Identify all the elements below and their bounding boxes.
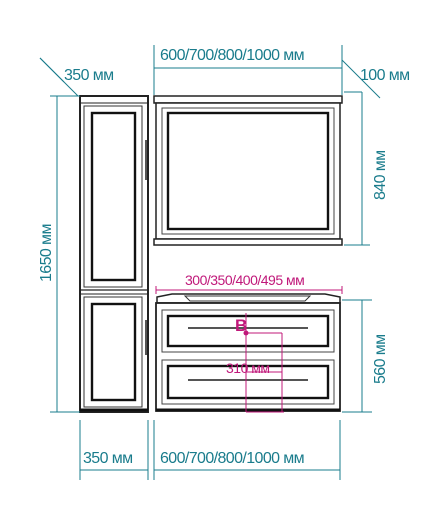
column-height-label: 1650 мм (38, 224, 55, 282)
vanity-bottom-drawer (161, 359, 335, 405)
column-depth-label: 350 мм (64, 67, 114, 84)
column-lower-door (83, 296, 143, 408)
dimension-lines (39, 45, 381, 480)
vanity-depth-label: 300/350/400/495 мм (185, 272, 304, 288)
vanity-unit (155, 293, 341, 412)
mirror-width-top-label: 600/700/800/1000 мм (160, 47, 304, 64)
vanity-height-label: 560 мм (372, 334, 389, 384)
siphon-point (243, 330, 249, 336)
column-width-bottom-label: 350 мм (83, 450, 133, 467)
siphon-offset-label: 310 мм (226, 360, 270, 376)
mirror-height-label: 840 мм (372, 150, 389, 200)
mirror (153, 95, 343, 246)
column-upper-door (83, 105, 143, 288)
point-b-marker: B (235, 316, 247, 335)
column-cabinet (79, 95, 149, 413)
sink-countertop (156, 293, 341, 304)
vanity-width-bottom-label: 600/700/800/1000 мм (160, 450, 304, 467)
vanity-top-drawer (161, 309, 335, 353)
mirror-glass (166, 111, 330, 231)
plumbing-dimensions (155, 286, 343, 413)
mirror-depth-label: 100 мм (360, 67, 410, 84)
